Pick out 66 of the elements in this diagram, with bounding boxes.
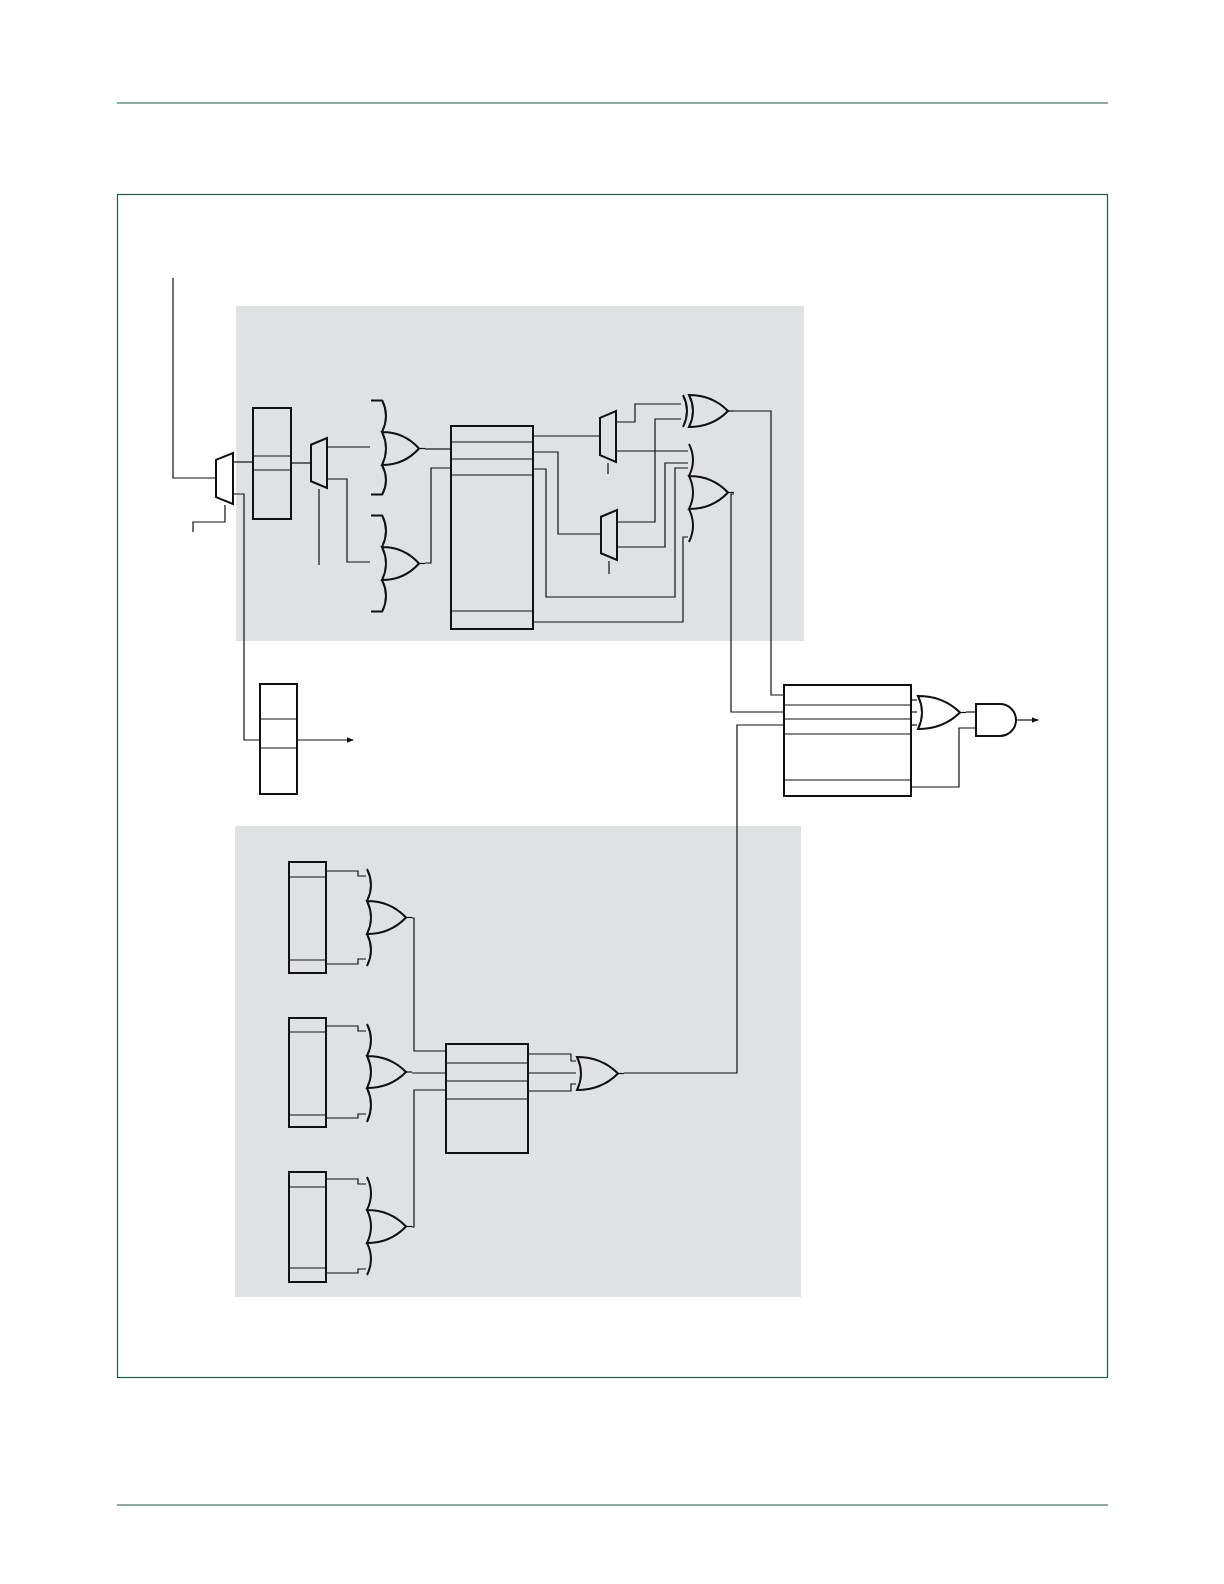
wire: [326, 870, 367, 877]
wire: [528, 1072, 577, 1074]
wire: [326, 1178, 367, 1185]
wire: [617, 462, 689, 548]
or-gate-symbol: [576, 1057, 624, 1090]
multiplexer-symbol: [599, 410, 617, 463]
wire: [326, 1268, 367, 1274]
signal-arrow: [297, 737, 354, 743]
multiplexer-symbol: [215, 452, 234, 505]
wire: [192, 504, 226, 533]
register-block: [445, 1043, 529, 1154]
wire: [533, 467, 689, 598]
wire: [411, 1089, 446, 1228]
wire: [424, 467, 451, 564]
register-block: [288, 1171, 327, 1283]
wire: [617, 418, 682, 523]
wire: [733, 410, 784, 696]
or-gate-symbol: [366, 1024, 412, 1122]
signal-arrow: [1017, 717, 1039, 723]
and-gate-symbol: [975, 703, 1018, 737]
wire: [411, 917, 446, 1052]
wire: [616, 450, 689, 452]
wire: [965, 711, 976, 713]
wire: [911, 727, 976, 788]
wire: [233, 493, 260, 741]
wire: [911, 699, 918, 701]
wire: [533, 435, 600, 437]
register-block: [783, 684, 912, 797]
register-block: [450, 425, 534, 630]
multiplexer-symbol: [600, 509, 618, 561]
wire: [608, 560, 610, 575]
wire: [411, 1072, 446, 1074]
wire: [616, 403, 682, 423]
wire: [607, 462, 609, 475]
or-gate-symbol: [366, 869, 412, 966]
wire: [327, 446, 371, 448]
or-gate-symbol: [688, 444, 734, 542]
wire: [533, 536, 689, 623]
wire: [730, 493, 784, 713]
wire: [233, 461, 253, 463]
wire: [528, 1083, 577, 1092]
shaded-panel: [235, 826, 801, 1297]
wire: [533, 451, 601, 535]
wire: [172, 277, 216, 479]
wire: [911, 724, 918, 726]
or-gate-symbol: [366, 1177, 412, 1275]
wire: [424, 448, 451, 450]
register-block: [288, 861, 327, 974]
wire: [326, 1025, 367, 1032]
wire: [528, 1053, 577, 1062]
wire: [911, 711, 918, 713]
register-block: [252, 407, 292, 520]
wire: [291, 462, 311, 464]
wire: [623, 724, 784, 1074]
register-block: [288, 1017, 327, 1128]
wire: [326, 1113, 367, 1119]
or-gate-symbol: [370, 400, 425, 495]
xor-gate-symbol: [681, 394, 734, 428]
register-block: [259, 683, 298, 795]
multiplexer-symbol: [310, 437, 328, 489]
wire: [326, 958, 367, 965]
or-gate-symbol: [370, 515, 425, 612]
shaded-panel: [236, 306, 804, 641]
wire: [318, 488, 320, 566]
wire: [327, 478, 371, 563]
or-gate-symbol: [917, 696, 966, 729]
